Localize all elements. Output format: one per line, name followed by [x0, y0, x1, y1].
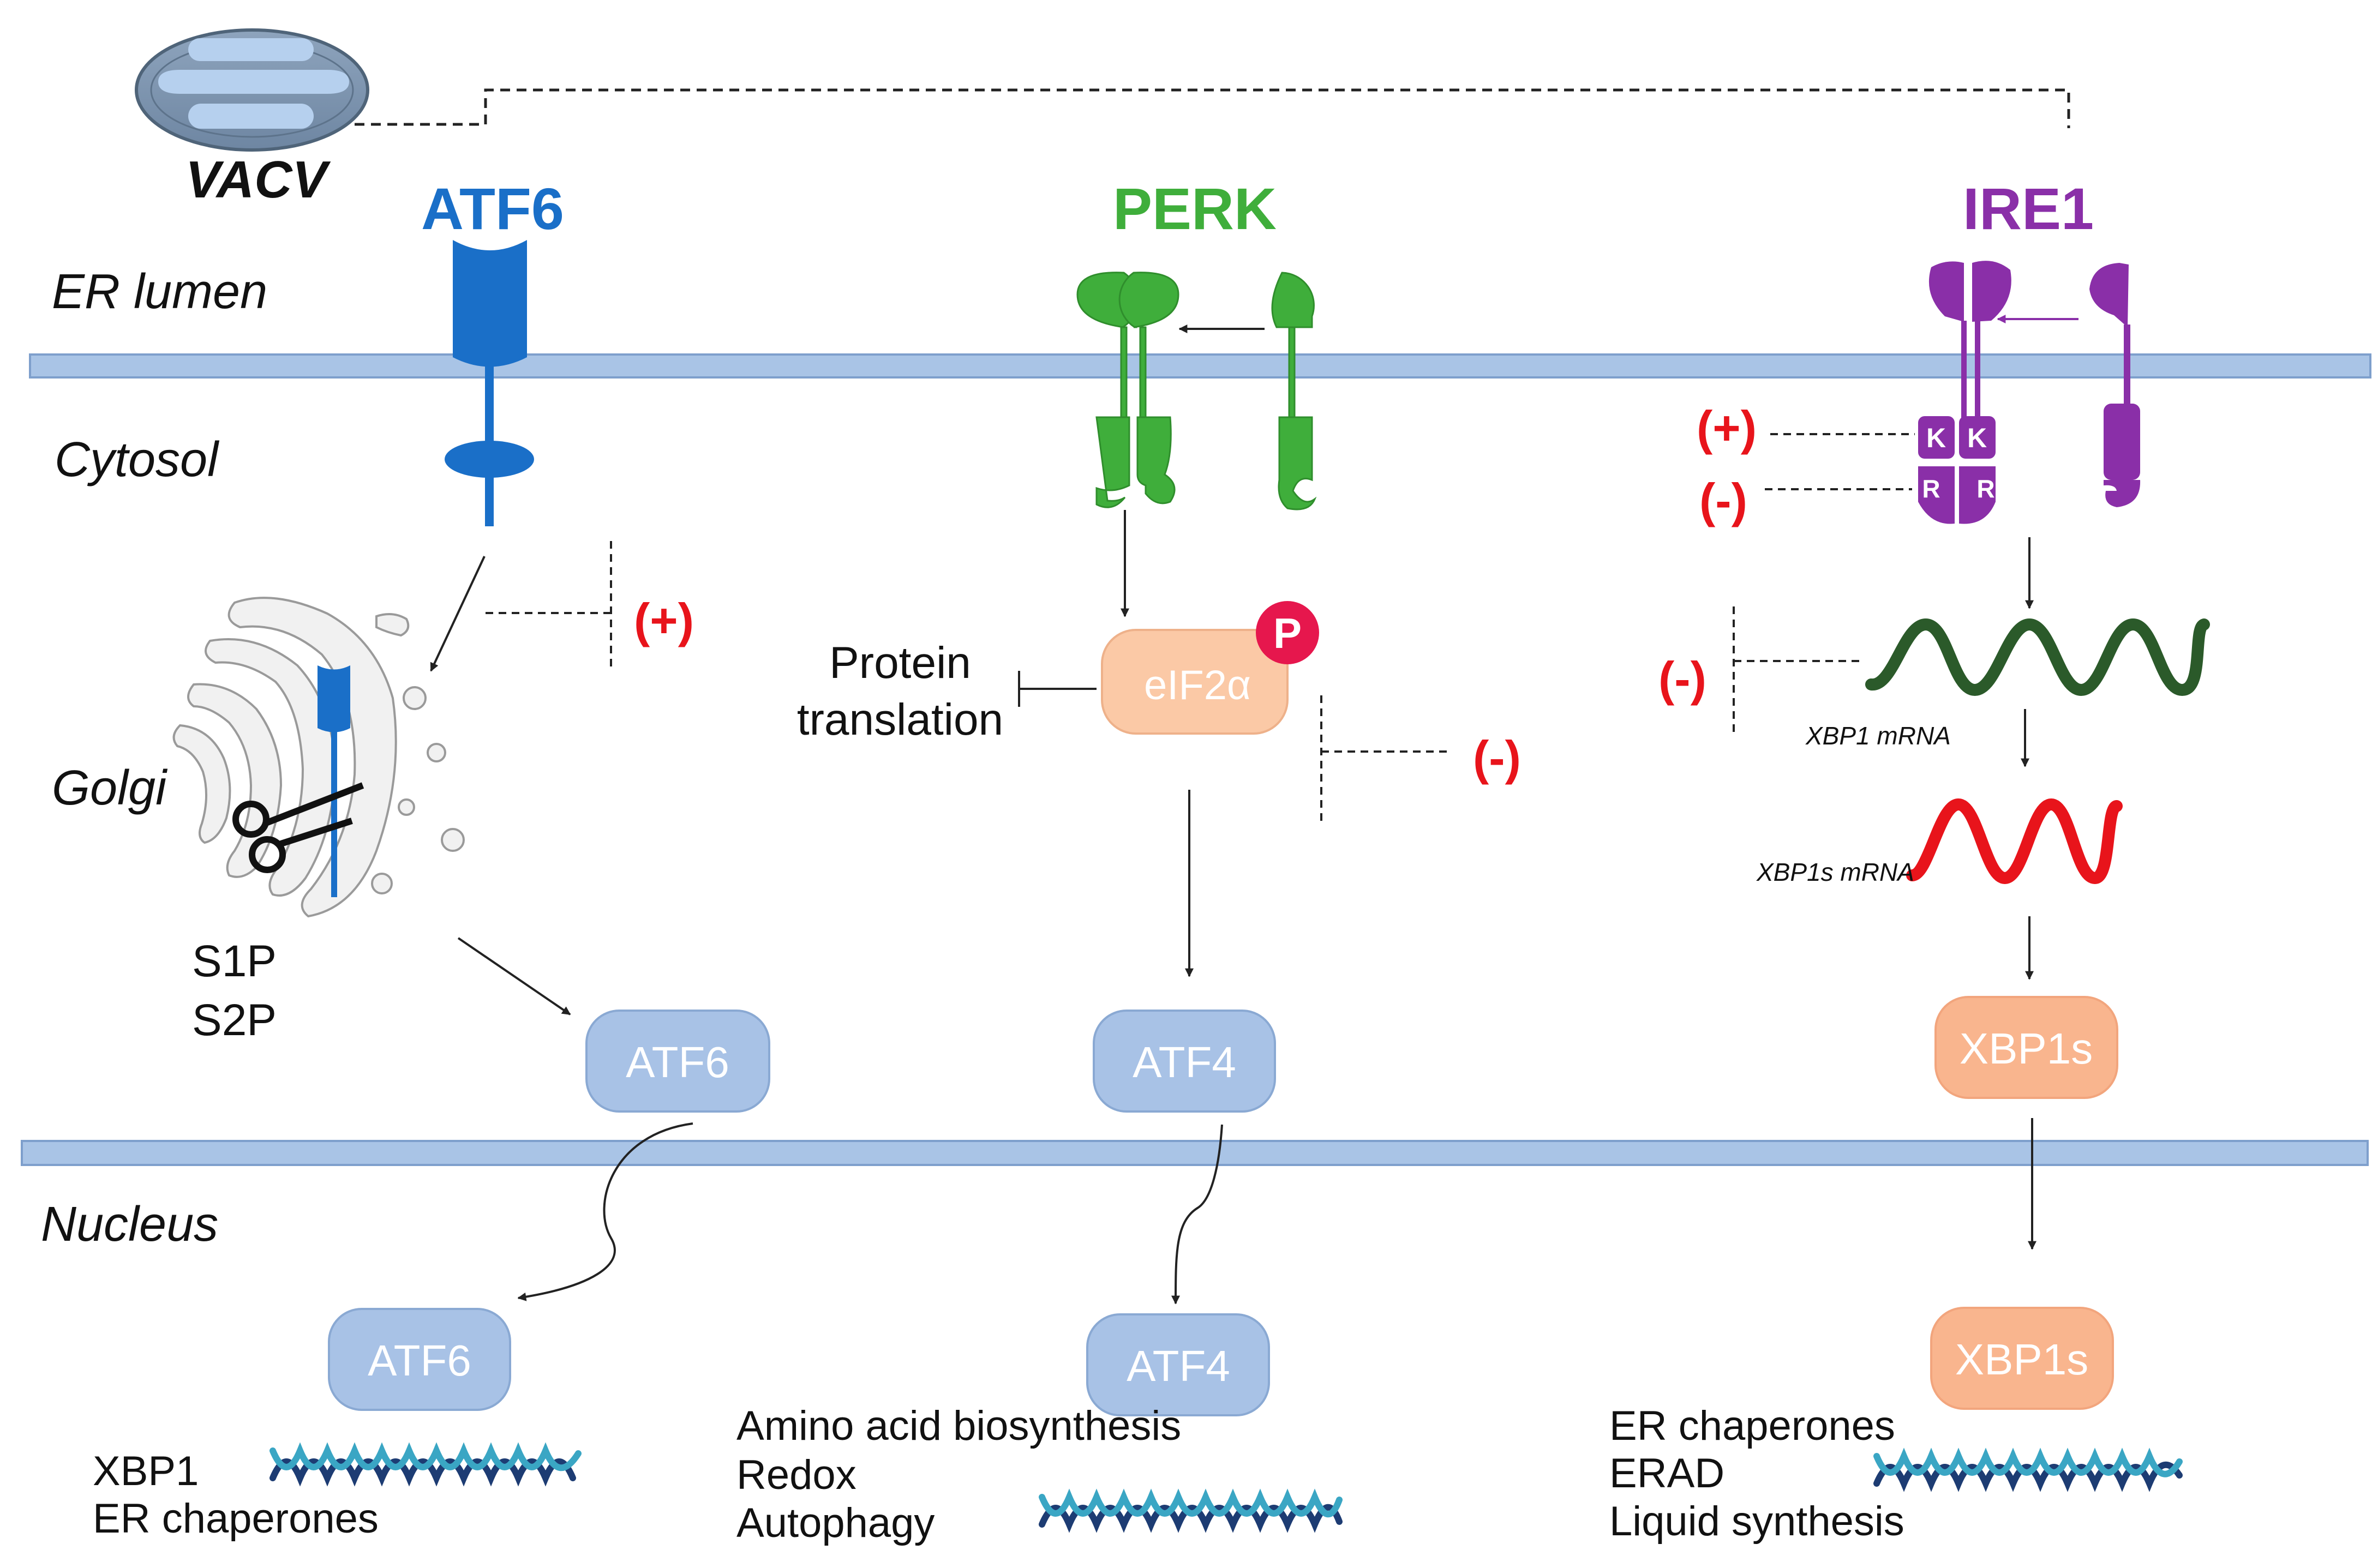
ire1-title: IRE1 — [1963, 176, 2094, 242]
atf6-in-golgi-icon — [318, 665, 350, 897]
nucleus-label: Nucleus — [41, 1197, 218, 1252]
ire1-kinase-domain-left: K — [1926, 423, 1946, 453]
atf4-nucleus-label: ATF4 — [1127, 1342, 1230, 1390]
xbp1-mrna-icon — [1865, 618, 2210, 696]
atf4-nuclear-import-arrow — [1171, 1124, 1223, 1305]
scissors-icon — [232, 782, 364, 873]
phosphate-badge — [1256, 601, 1319, 664]
nuclear-membrane — [21, 1140, 2369, 1166]
phosphate-label: P — [1273, 609, 1302, 657]
ire1-monomer-icon — [2089, 263, 2141, 507]
atf4-target-dna-icon — [1039, 1488, 1343, 1533]
xbp1s-mrna-icon — [1906, 798, 2123, 885]
atf6-target-er-chaperones: ER chaperones — [93, 1495, 379, 1542]
atf6-nucleus-label: ATF6 — [368, 1336, 471, 1385]
atf6-cytosol-box — [585, 1010, 770, 1113]
er-membrane — [29, 353, 2371, 379]
ire1-rnase-domain-right: R — [1976, 474, 1994, 503]
er-lumen-label: ER lumen — [52, 265, 267, 319]
golgi-label: Golgi — [52, 761, 168, 815]
atf4-cytosol-label: ATF4 — [1133, 1038, 1236, 1086]
eif2a-box — [1101, 629, 1289, 735]
perk-title: PERK — [1113, 176, 1277, 242]
atf4-target-amino-acid: Amino acid biosynthesis — [736, 1403, 1181, 1449]
atf4-cytosol-box — [1093, 1010, 1276, 1113]
golgi-apparatus-icon — [172, 597, 465, 918]
atf4-target-redox: Redox — [736, 1452, 856, 1498]
xbp1s-nucleus-box — [1930, 1307, 2114, 1410]
perk-eif2a-effect-sign: (-) — [1473, 731, 1521, 785]
vacv-virion-icon — [135, 28, 369, 152]
ire1-rnase-effect-sign: (-) — [1699, 473, 1747, 527]
protein-translation-line2: translation — [797, 695, 1003, 744]
xbp1s-target-liquid-synthesis: Liquid synthesis — [1609, 1498, 1904, 1545]
xbp1s-cytosol-box — [1934, 996, 2118, 1099]
atf6-title: ATF6 — [421, 176, 564, 242]
xbp1s-target-er-chaperones: ER chaperones — [1609, 1403, 1895, 1449]
vacv-connector — [355, 88, 2070, 128]
protein-translation-line1: Protein — [829, 638, 971, 688]
ire1-kinase-domain-right: K — [1967, 423, 1987, 453]
eif2a-label: eIF2α — [1144, 662, 1251, 708]
s2p-label: S2P — [192, 995, 277, 1045]
xbp1s-cytosol-label: XBP1s — [1960, 1024, 2093, 1073]
atf6-nuclear-import-arrow — [517, 1122, 693, 1301]
xbp1s-mrna-label: XBP1s mRNA — [1756, 858, 1914, 886]
xbp1s-target-erad: ERAD — [1609, 1450, 1724, 1497]
golgi-to-atf6-arrow — [457, 937, 571, 1016]
xbp1-mrna-label: XBP1 mRNA — [1805, 722, 1951, 750]
ire1-kinase-effect-sign: (+) — [1697, 401, 1757, 455]
atf6-target-xbp1: XBP1 — [93, 1448, 199, 1494]
atf6-target-dna-icon — [269, 1442, 582, 1487]
cytosol-label: Cytosol — [55, 432, 220, 487]
s1p-label: S1P — [192, 936, 277, 986]
atf6-to-golgi-arrow — [430, 556, 486, 672]
atf6-receptor-icon — [445, 240, 534, 526]
atf6-nucleus-box — [328, 1308, 511, 1411]
atf4-target-autophagy: Autophagy — [736, 1500, 935, 1546]
xbp1s-target-dna-icon — [1873, 1447, 2183, 1492]
atf6-golgi-effect-sign: (+) — [634, 593, 694, 647]
ire1-mrna-effect-sign: (-) — [1658, 652, 1706, 706]
xbp1s-nucleus-label: XBP1s — [1955, 1335, 2089, 1384]
atf6-cytosol-label: ATF6 — [626, 1038, 729, 1086]
ire1-dimer-icon — [1918, 261, 2011, 524]
ire1-rnase-domain-left: R — [1922, 474, 1940, 503]
perk-monomer-icon — [1271, 272, 1317, 510]
perk-dimer-icon — [1076, 272, 1179, 508]
atf4-nucleus-box — [1086, 1313, 1270, 1416]
vacv-label: VACV — [185, 151, 331, 209]
